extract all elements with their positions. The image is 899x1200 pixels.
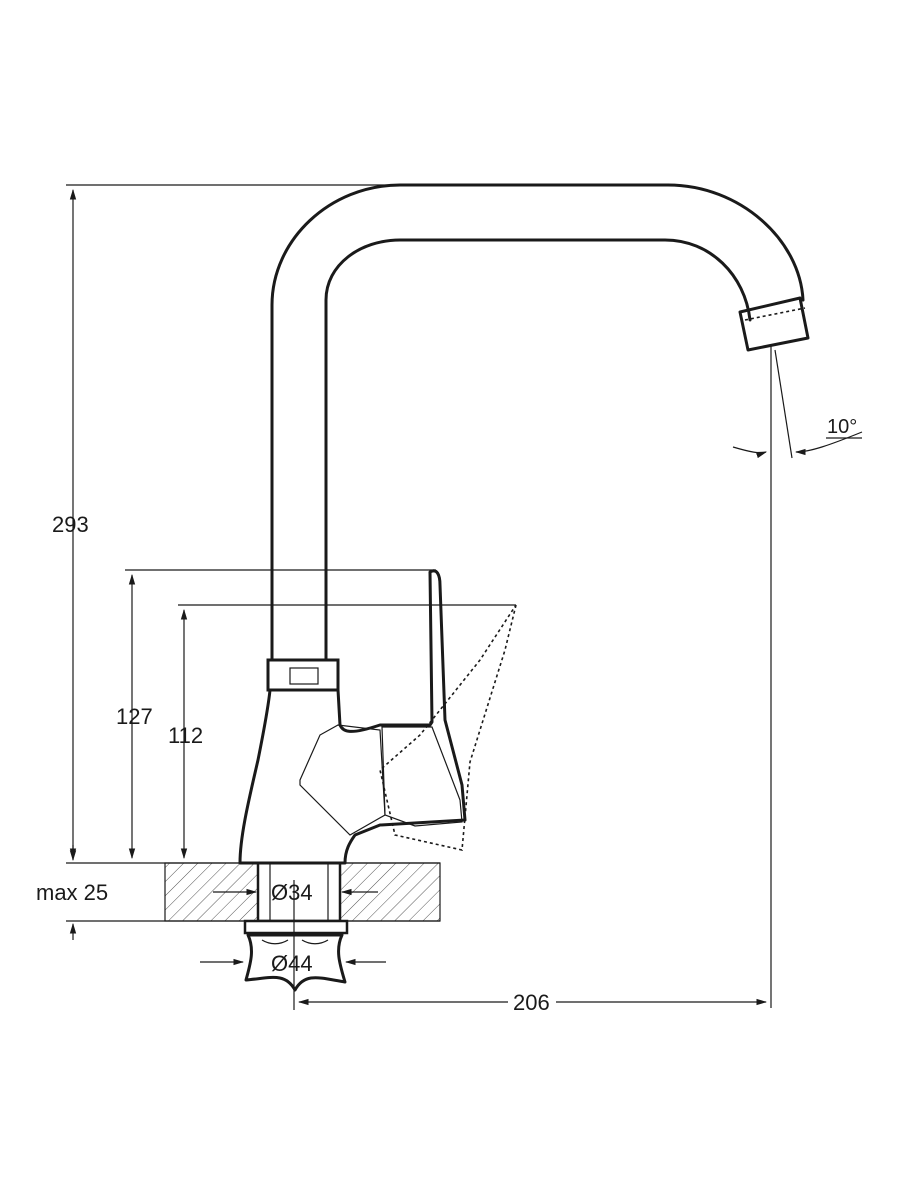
body-height-label: 112 [168,723,203,748]
spout-angle-label: 10° [827,416,857,438]
faucet-body [238,569,467,865]
spout [270,183,810,662]
dimension-overall-height [66,184,400,864]
outer-diameter-label: Ø44 [271,951,313,976]
overall-height-label: 293 [52,512,89,537]
dimension-lever-height [125,569,436,860]
mounting-shank [243,861,349,935]
dimension-max-thickness [66,845,165,940]
spout-ring [266,658,340,692]
dimension-body-height [178,604,516,860]
mounting-nut [244,933,347,992]
inner-diameter-label: Ø34 [271,880,313,905]
spout-reach-label: 206 [513,990,550,1015]
dimension-spout-angle [732,349,863,459]
dimension-spout-reach [297,345,772,1014]
lever-height-label: 127 [116,704,153,729]
lever-alternate-position [379,604,517,851]
max-thickness-label: max 25 [36,880,108,905]
